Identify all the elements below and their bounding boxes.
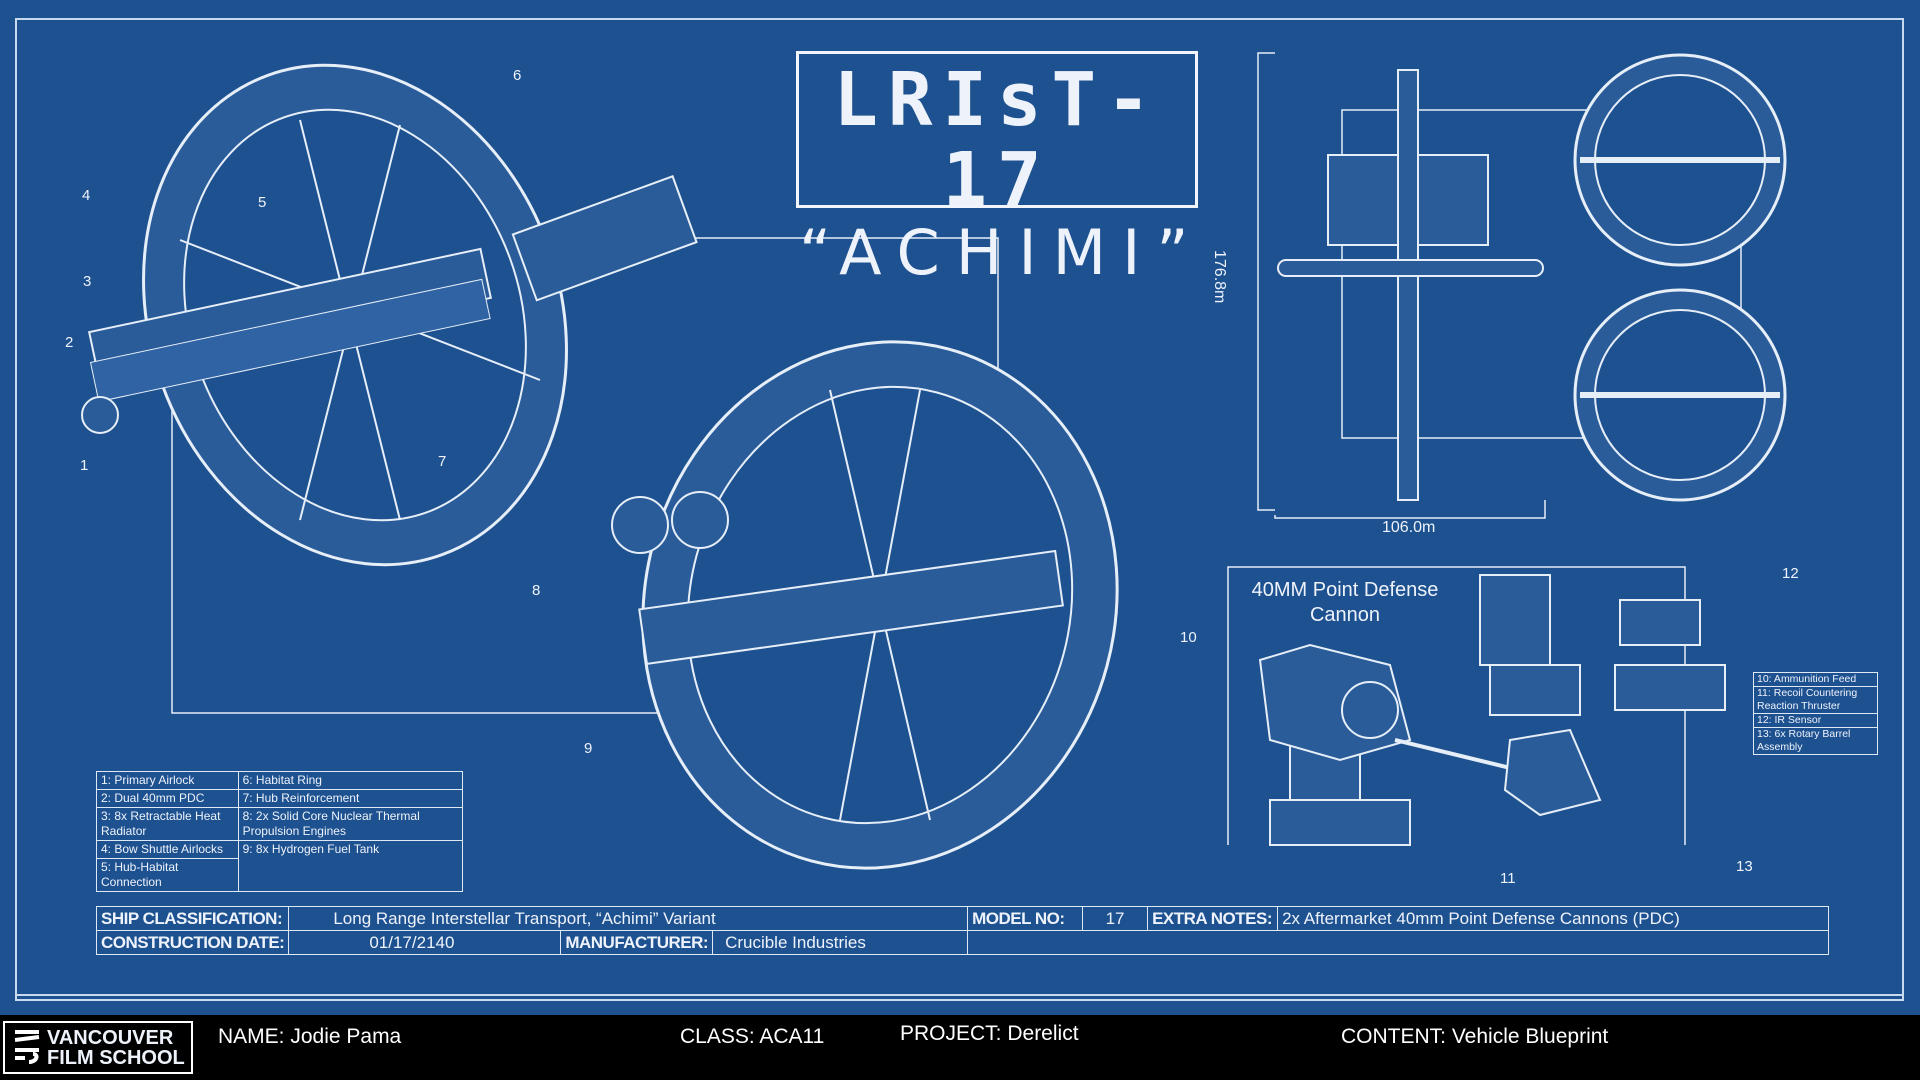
label: CONSTRUCTION DATE: bbox=[95, 930, 290, 955]
info-table: SHIP CLASSIFICATION: Long Range Interste… bbox=[95, 906, 1829, 955]
primary-airlock bbox=[81, 396, 119, 434]
hub-spine bbox=[638, 549, 1064, 666]
outer-frame bbox=[15, 18, 1904, 1001]
legend-item: 10: Ammunition Feed bbox=[1753, 672, 1878, 687]
main-ship-view-2 bbox=[611, 340, 1119, 870]
cannon-legend: 10: Ammunition Feed 11: Recoil Counterin… bbox=[1753, 672, 1878, 755]
engine-nozzle bbox=[611, 496, 669, 554]
cannon-base bbox=[1269, 799, 1411, 846]
callout-5: 5 bbox=[258, 194, 267, 211]
callout-4: 4 bbox=[82, 187, 91, 204]
label: MANUFACTURER: bbox=[560, 930, 714, 955]
title-box: LRIsT-17 “ACHIMI” bbox=[796, 51, 1198, 286]
legend-item: 11: Recoil Countering Reaction Thruster bbox=[1753, 686, 1878, 714]
blueprint-drawings bbox=[81, 52, 1787, 870]
width-dimension-line bbox=[1274, 500, 1546, 519]
legend-item: 8: 2x Solid Core Nuclear Thermal Propuls… bbox=[237, 807, 464, 841]
class: CLASS: ACA11 bbox=[680, 1025, 825, 1048]
label: MODEL NO: bbox=[967, 906, 1084, 931]
extra-notes: 2x Aftermarket 40mm Point Defense Cannon… bbox=[1277, 906, 1829, 931]
model-no: 17 bbox=[1082, 906, 1149, 931]
manufacturer: Crucible Industries bbox=[712, 930, 969, 955]
legend-item: 12: IR Sensor bbox=[1753, 713, 1878, 728]
label: EXTRA NOTES: bbox=[1147, 906, 1279, 931]
inner-frame-line bbox=[15, 994, 1904, 996]
orthographic-view bbox=[1257, 52, 1787, 519]
ship-name: “ACHIMI” bbox=[799, 216, 1205, 289]
callout-9: 9 bbox=[584, 740, 593, 757]
construction-date: 01/17/2140 bbox=[288, 930, 562, 955]
vfs-logo-icon bbox=[14, 1030, 40, 1064]
logo-line-2: FILM SCHOOL bbox=[47, 1046, 185, 1069]
spine-front bbox=[1397, 69, 1419, 501]
legend-item: 3: 8x Retractable Heat Radiator bbox=[96, 807, 239, 841]
width-dimension: 106.0m bbox=[1382, 519, 1436, 536]
callout-6: 6 bbox=[513, 67, 522, 84]
logo-line-1: VANCOUVER bbox=[47, 1026, 174, 1049]
callout-11: 11 bbox=[1500, 870, 1516, 887]
ship-classification: Long Range Interstellar Transport, “Achi… bbox=[288, 906, 969, 931]
cannon-view bbox=[1227, 566, 1726, 846]
callout-10: 10 bbox=[1180, 629, 1197, 646]
legend-item: 2: Dual 40mm PDC bbox=[96, 789, 239, 808]
legend-item: 6: Habitat Ring bbox=[237, 771, 464, 790]
legend-item: 9: 8x Hydrogen Fuel Tank bbox=[237, 840, 464, 892]
callout-3: 3 bbox=[83, 273, 92, 290]
callout-8: 8 bbox=[532, 582, 541, 599]
legend-item: 5: Hub-Habitat Connection bbox=[96, 858, 239, 892]
legend-item: 4: Bow Shuttle Airlocks bbox=[96, 840, 239, 859]
cannon-title: 40MM Point Defense Cannon bbox=[1251, 579, 1439, 626]
height-dimension-line bbox=[1257, 52, 1275, 511]
footer-bar bbox=[0, 1015, 1920, 1080]
engines bbox=[511, 175, 698, 302]
ship-designation: LRIsT-17 bbox=[833, 57, 1161, 223]
legend-item: 1: Primary Airlock bbox=[96, 771, 239, 790]
callout-1: 1 bbox=[80, 457, 89, 474]
empty-cell bbox=[967, 930, 1829, 955]
legend-item: 13: 6x Rotary Barrel Assembly bbox=[1753, 727, 1878, 755]
callout-13: 13 bbox=[1736, 858, 1753, 875]
engine-nozzle bbox=[671, 491, 729, 549]
project: PROJECT: Derelict bbox=[900, 1022, 1079, 1045]
legend-item: 7: Hub Reinforcement bbox=[237, 789, 464, 808]
callout-2: 2 bbox=[65, 334, 74, 351]
main-ship-view-1 bbox=[81, 63, 999, 714]
label: SHIP CLASSIFICATION: bbox=[95, 906, 290, 931]
callout-7: 7 bbox=[438, 453, 447, 470]
content: CONTENT: Vehicle Blueprint bbox=[1341, 1025, 1609, 1048]
heat-radiator bbox=[89, 278, 491, 403]
student-name: NAME: Jodie Pama bbox=[218, 1025, 402, 1048]
height-dimension: 176.8m bbox=[1211, 250, 1228, 304]
callout-12: 12 bbox=[1782, 565, 1799, 582]
